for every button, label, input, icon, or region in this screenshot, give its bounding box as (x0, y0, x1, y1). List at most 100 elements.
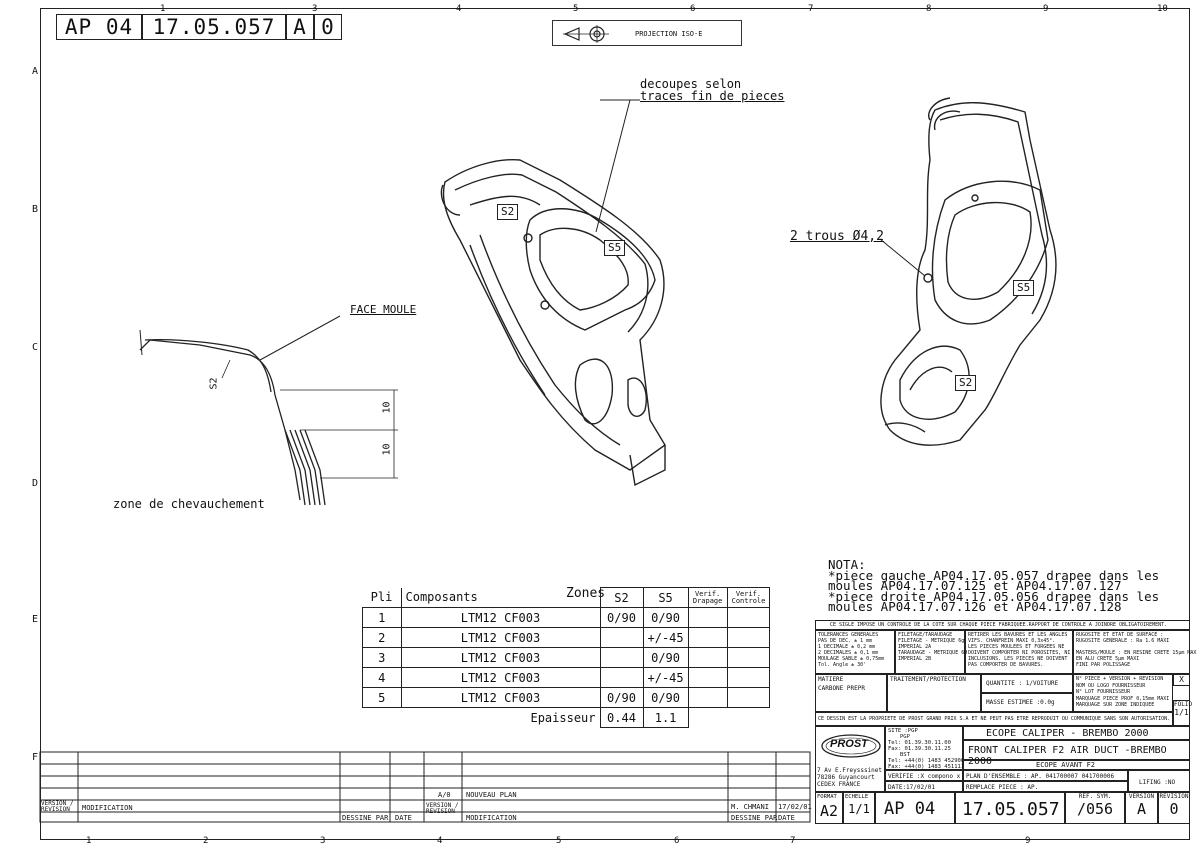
lifing-value: LIFING :NO (1139, 779, 1176, 786)
holes-note: 2 trous Ø4,2 (790, 229, 884, 244)
grid-col: 9 (1025, 836, 1031, 846)
drawn-by-label: DESSINE PAR (342, 814, 389, 822)
grid-col: 7 (808, 4, 814, 14)
projection-label: PROJECTION ISO-E (635, 30, 703, 38)
quantity-cell: QUANTITE : 1/VOITURE (981, 674, 1073, 693)
drawing-frame (40, 8, 1190, 840)
supplier-line: N° LOT FOURNISSEUR (1076, 689, 1131, 695)
thickness-s5: 1.1 (642, 707, 689, 728)
cut-note-line2: traces fin de pieces (640, 89, 785, 103)
ply-s5: +/-45 (642, 627, 689, 648)
date-label-right: DATE (778, 814, 795, 822)
tolerance-line: 1 DECIMALE ± 0,2 mm (818, 644, 876, 650)
dimension-10-top: 10 (381, 401, 393, 414)
dimension-10-bottom: 10 (381, 443, 393, 456)
folio-value: 1/1 (1174, 708, 1189, 717)
title3-cell: ECOPE AVANT F2 (963, 760, 1190, 770)
treatment-label: TRAITEMENT/PROTECTION (890, 676, 966, 683)
version-revision-label-right: VERSION / REVISION (426, 802, 459, 815)
modification-label-right: MODIFICATION (466, 814, 517, 822)
notes-line: *piece droite AP04.17.05.056 drapee dans… (828, 588, 1160, 604)
thickness-s2: 0.44 (599, 707, 644, 728)
assembly-cell: PLAN D'ENSEMBLE : AP. 041700007 04170000… (963, 770, 1128, 781)
modification-label-left: MODIFICATION (82, 804, 133, 812)
bottom-prefix-cell: AP 04 (875, 792, 955, 824)
ply-number: 2 (362, 627, 402, 648)
threading-line: IMPERIAL 2A (898, 644, 932, 650)
table-row: 2 LTM12 CF003 +/-45 (362, 627, 771, 648)
version-cell: VERSION A (1125, 792, 1158, 824)
title1-cell: ECOPE CALIPER - BREMBO 2000 (963, 726, 1190, 740)
site-line: Tel: 01.39.30.11.00 (888, 740, 951, 746)
edges-line: PAS COMPORTER DE BAVURES. (968, 662, 1044, 668)
grid-row: A (32, 66, 39, 77)
overlap-zone-label: zone de chevauchement (113, 497, 265, 511)
right-part-s5-tag: S5 (1013, 280, 1035, 296)
projection-box: PROJECTION ISO-E (552, 20, 742, 46)
material-value: CARBONE PREPR (818, 685, 865, 692)
threading-line: FILETAGE - METRIQUE 6g (898, 638, 965, 644)
bottom-number-cell: 17.05.057 (955, 792, 1065, 824)
ply-component: LTM12 CF003 (400, 667, 601, 688)
grid-col: 4 (456, 4, 462, 14)
grid-row: C (32, 342, 39, 353)
folio-label: FOLIO (1174, 701, 1193, 708)
site-line: PGP (900, 734, 910, 740)
ply-s2 (599, 647, 644, 668)
property-notice: CE DESSIN EST LA PROPRIETE DE PROST GRAN… (818, 716, 1171, 722)
col-ply: Pli (362, 587, 402, 608)
ply-s5: 0/90 (642, 647, 689, 668)
drawing-title-1: ECOPE CALIPER - BREMBO 2000 (986, 728, 1149, 739)
scale-cell: ECHELLE 1/1 (843, 792, 875, 824)
grid-col: 8 (926, 4, 932, 14)
bottom-drawing-number: 17.05.057 (962, 799, 1060, 820)
cut-note-line1: decoupes selon (640, 77, 742, 91)
finish-line: FINI PAR POLISSAGE (1076, 662, 1131, 668)
threading-title: FILETAGE/TARAUDAGE (898, 632, 953, 638)
property-row: CE DESSIN EST LA PROPRIETE DE PROST GRAN… (815, 712, 1173, 726)
treatment-cell: TRAITEMENT/PROTECTION (887, 674, 981, 712)
folio-cell: FOLIO 1/1 (1173, 700, 1193, 726)
drawn-by-label-right: DESSINE PAR (731, 814, 778, 822)
date-cell: DATE:17/02/01 (885, 781, 963, 792)
material-label: MATIERE (818, 676, 844, 683)
revision-value: 0 (1169, 800, 1179, 818)
ply-s2 (599, 667, 644, 688)
ply-s5: 0/90 (642, 607, 689, 628)
supplier-line: MARQUAGE PIECE PROF 0,15mm MAXI (1076, 695, 1170, 702)
ply-s2: 0/90 (599, 607, 644, 628)
company-logo-text: PROST (830, 738, 868, 750)
ply-component: LTM12 CF003 (400, 647, 601, 668)
revision-block-lines (39, 751, 811, 823)
threading-line: TARAUDAGE - METRIQUE 6H (898, 650, 968, 656)
section-s2-label: S2 (208, 377, 220, 390)
tolerances-cell: TOLERANCES GENERALES PAS DE DEC. ± 1 mm … (815, 630, 895, 674)
ply-component: LTM12 CF003 (400, 687, 601, 708)
supplier-line: N° PIECE + VERSION + REVISION (1076, 676, 1164, 682)
finish-line: MASTERS/MOULE : EN RESINE CRETE 15µm MAX (1076, 650, 1197, 656)
grid-col: 6 (690, 4, 696, 14)
bottom-drawing-prefix: AP 04 (884, 799, 936, 819)
drawing-title-3: ECOPE AVANT F2 (1036, 761, 1096, 769)
grid-col: 5 (556, 836, 562, 846)
quantity-value: QUANTITE : 1/VOITURE (986, 680, 1059, 687)
replaces-cell: REMPLACE PIECE : AP. (963, 781, 1128, 792)
grid-row: B (32, 204, 39, 215)
verified-value: VERIFIE :X compono x (888, 773, 961, 780)
notes-block: NOTA: *piece gauche AP04.17.05.057 drape… (828, 559, 1160, 614)
edges-cell: RETIRER LES BAVURES ET LES ANGLES VIFS. … (965, 630, 1073, 674)
threading-line: IMPERIAL 2B (898, 656, 932, 662)
notes-line: moules AP04.17.07.126 et AP04.17.07.128 (828, 599, 1122, 614)
col-components: Composants (400, 587, 601, 608)
surface-cell: RUGOSITE ET ETAT DE SURFACE : RUGOSITE G… (1073, 630, 1197, 674)
site-line: Tel: +44(0) 1483 452900 (888, 758, 965, 764)
grid-row: E (32, 614, 39, 625)
ply-number: 1 (362, 607, 402, 628)
address-line: 7 Av E.Freysssinet (817, 767, 883, 774)
revision-letter-box: A (286, 14, 314, 40)
ref-cell: REF. SYM. /056 (1065, 792, 1125, 824)
notes-line: *piece gauche AP04.17.05.057 drapee dans… (828, 567, 1160, 583)
scale-label: ECHELLE (845, 794, 869, 800)
right-part-s2-tag: S2 (955, 375, 977, 391)
grid-col: 7 (790, 836, 796, 846)
